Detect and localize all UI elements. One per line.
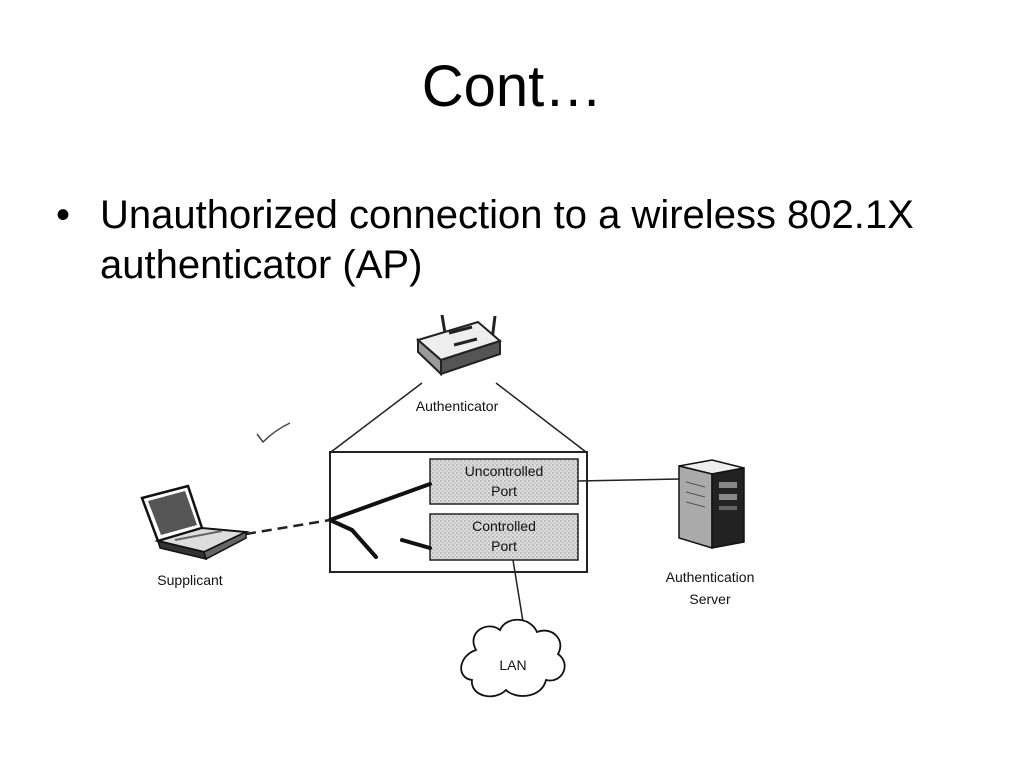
authentication-server-label-line1: Authentication — [666, 569, 755, 585]
authenticator-label: Authenticator — [416, 398, 499, 414]
authenticator-boundary — [330, 382, 423, 453]
authentication-server-label-line2: Server — [689, 591, 731, 607]
authenticator-box — [329, 451, 588, 573]
access-point-icon — [415, 314, 503, 377]
server-link — [577, 478, 681, 482]
bullet-dot: • — [56, 193, 71, 237]
authenticator-boundary-right — [495, 382, 587, 453]
controlled-port-box — [429, 513, 579, 561]
controlled-port-label-line1: Controlled — [472, 518, 536, 534]
uncontrolled-port-label-line2: Port — [491, 483, 517, 499]
bullet-list: • Unauthorized connection to a wireless … — [56, 190, 956, 290]
port-switch — [328, 482, 432, 559]
lan-label: LAN — [499, 657, 526, 673]
laptop-icon — [140, 484, 250, 561]
check-mark-icon — [256, 422, 291, 444]
slide-title: Cont… — [421, 54, 603, 119]
supplicant-label: Supplicant — [157, 572, 222, 588]
uncontrolled-port-box — [429, 458, 579, 505]
lan-cloud-icon — [460, 618, 566, 698]
controlled-port-label-line2: Port — [491, 538, 517, 554]
bullet-item: • Unauthorized connection to a wireless … — [56, 190, 956, 290]
bullet-text: Unauthorized connection to a wireless 80… — [100, 193, 914, 287]
uncontrolled-port-label-line1: Uncontrolled — [465, 463, 544, 479]
server-icon — [678, 459, 745, 550]
wireless-link — [245, 518, 331, 536]
